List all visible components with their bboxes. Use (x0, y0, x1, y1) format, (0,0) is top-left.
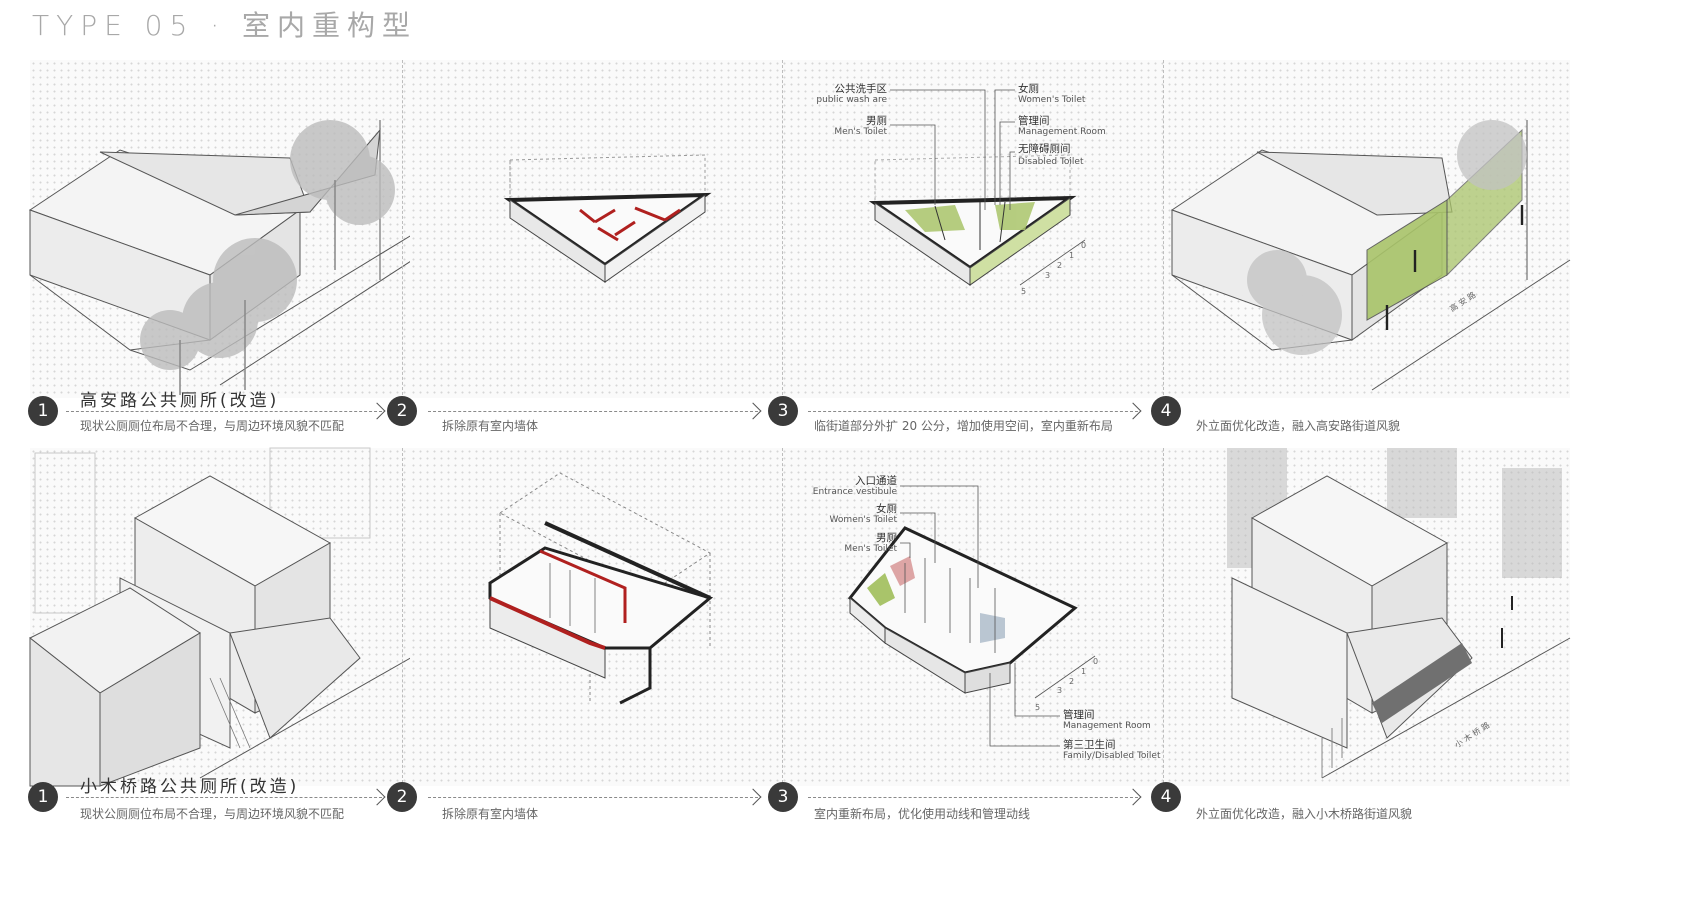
row2-demolition-axonometric (488, 472, 714, 705)
row2-label-mgmt-en: Management Room (1063, 721, 1151, 731)
row1-chevron-2-icon (744, 402, 762, 420)
row1-step-1-badge: 1 (28, 396, 58, 426)
row2-scale-bar: 5 3 2 1 0 (1035, 657, 1098, 712)
row2-label-family-en: Family/Disabled Toilet (1063, 751, 1161, 761)
row1-panel-existing (28, 60, 429, 398)
row1-step-4-desc: 外立面优化改造，融入高安路街道风貌 (1196, 419, 1401, 433)
svg-text:0: 0 (1081, 241, 1086, 250)
row1-scale-bar: 5 3 2 1 0 (1021, 241, 1086, 296)
row2-panel-facade: 小 木 桥 路 (1172, 448, 1571, 786)
svg-text:2: 2 (1057, 261, 1062, 270)
row1-street-label: 高 安 路 (1448, 289, 1478, 313)
row2-step-3-desc: 室内重新布局，优化使用动线和管理动线 (814, 807, 1031, 821)
row1-label-wash-cn: 公共洗手区 (835, 82, 888, 95)
row2-layout-axonometric: 入口通道 Entrance vestibule 女厕 Women's Toile… (813, 474, 1161, 761)
svg-text:0: 0 (1093, 657, 1098, 666)
row2-panel-layout: 入口通道 Entrance vestibule 女厕 Women's Toile… (795, 448, 1193, 786)
row2-step-4-desc: 外立面优化改造，融入小木桥路街道风貌 (1196, 807, 1413, 821)
row1-divider-3 (1163, 60, 1164, 400)
row1-divider-2 (782, 60, 783, 400)
row2-divider-1 (402, 448, 403, 788)
row1-demolition-axonometric (503, 154, 712, 283)
row2-panel-existing (29, 447, 429, 787)
row1-divider-1 (402, 60, 403, 400)
row1-title: 高安路公共厕所(改造) (80, 391, 280, 411)
row2-step-3-badge: 3 (768, 782, 798, 812)
row2-divider-2 (782, 448, 783, 788)
row1-arrow-3 (808, 411, 1138, 412)
row1-panel-demolition (410, 60, 808, 398)
svg-text:5: 5 (1021, 287, 1026, 296)
row2-step-1-badge: 1 (28, 782, 58, 812)
row2-label-women-en: Women's Toilet (830, 515, 898, 525)
row1-facade-axonometric: 高 安 路 (1170, 120, 1571, 391)
svg-text:1: 1 (1069, 251, 1074, 260)
row2-step-2-desc: 拆除原有室内墙体 (442, 807, 539, 821)
row1-step-3-desc: 临街道部分外扩 20 公分，增加使用空间，室内重新布局 (814, 419, 1113, 433)
svg-text:3: 3 (1045, 271, 1050, 280)
row2-arrow-3 (808, 797, 1138, 798)
row2-street-label: 小 木 桥 路 (1453, 720, 1492, 750)
row1-step-2-desc: 拆除原有室内墙体 (442, 419, 539, 433)
row2-title: 小木桥路公共厕所(改造) (80, 777, 300, 797)
row1-arrow-1 (66, 411, 382, 412)
svg-text:3: 3 (1057, 686, 1062, 695)
row1-label-wash-en: public wash are (816, 95, 887, 105)
row2-label-family-cn: 第三卫生间 (1063, 738, 1116, 751)
row2-chevron-2-icon (744, 788, 762, 806)
row2-chevron-1-icon (368, 788, 386, 806)
svg-text:5: 5 (1035, 703, 1040, 712)
row1-layout-axonometric: 公共洗手区 public wash are 男厕 Men's Toilet 女厕… (816, 82, 1106, 296)
row2-chevron-3-icon (1124, 788, 1142, 806)
row2-facade-axonometric: 小 木 桥 路 (1227, 448, 1571, 779)
row2-label-entrance-cn: 入口通道 (855, 474, 897, 487)
row1-label-disabled-en: Disabled Toilet (1018, 157, 1084, 167)
row1-step-3-badge: 3 (768, 396, 798, 426)
row1-label-men-cn: 男厕 (866, 115, 887, 127)
row1-label-women-cn: 女厕 (1018, 82, 1039, 95)
row1-label-women-en: Women's Toilet (1018, 95, 1086, 105)
row2-label-mgmt-cn: 管理间 (1063, 708, 1095, 721)
row2-step-4-badge: 4 (1151, 782, 1181, 812)
svg-text:2: 2 (1069, 677, 1074, 686)
row2-label-entrance-en: Entrance vestibule (813, 487, 898, 497)
row1-step-4-badge: 4 (1151, 396, 1181, 426)
row1-arrow-2 (428, 411, 758, 412)
row1-panel-layout: 公共洗手区 public wash are 男厕 Men's Toilet 女厕… (795, 60, 1193, 398)
row1-chevron-1-icon (368, 402, 386, 420)
row1-label-mgmt-cn: 管理间 (1018, 114, 1050, 127)
row2-label-women-cn: 女厕 (876, 502, 897, 515)
page-title: TYPE 05 · 室内重构型 (32, 9, 418, 42)
row2-label-men-cn: 男厕 (876, 532, 897, 544)
row1-existing-axonometric (28, 120, 429, 395)
row2-step-2-badge: 2 (387, 782, 417, 812)
svg-text:1: 1 (1081, 667, 1086, 676)
row1-panel-facade: 高 安 路 (1170, 60, 1571, 398)
row2-arrow-2 (428, 797, 758, 798)
row1-label-mgmt-en: Management Room (1018, 127, 1106, 137)
row1-label-disabled-cn: 无障碍厕间 (1018, 142, 1071, 155)
row2-panel-demolition (410, 448, 808, 786)
row1-chevron-3-icon (1124, 402, 1142, 420)
row1-step-2-badge: 2 (387, 396, 417, 426)
row2-existing-axonometric (29, 447, 429, 787)
row1-step-1-desc: 现状公厕厕位布局不合理，与周边环境风貌不匹配 (80, 419, 345, 433)
row2-arrow-1 (66, 797, 382, 798)
row2-divider-3 (1163, 448, 1164, 788)
row2-step-1-desc: 现状公厕厕位布局不合理，与周边环境风貌不匹配 (80, 807, 345, 821)
row2-label-men-en: Men's Toilet (844, 544, 897, 554)
row1-label-men-en: Men's Toilet (834, 127, 887, 137)
